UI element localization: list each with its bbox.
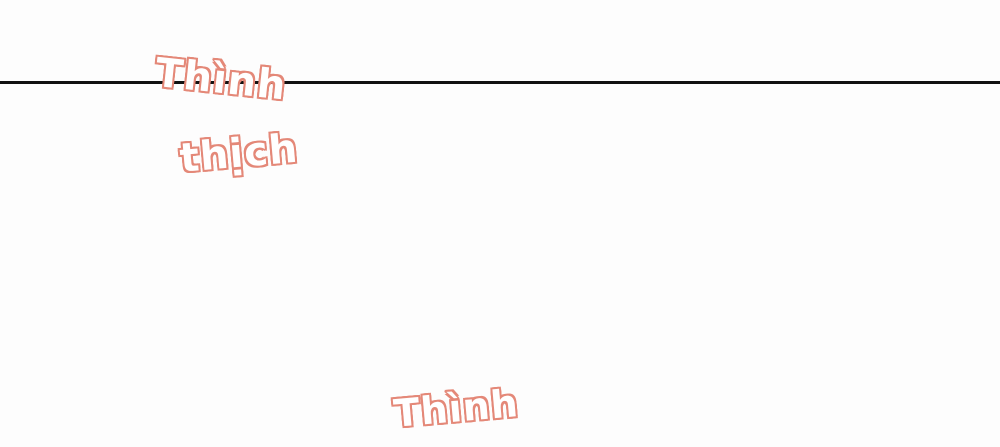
sound-effect-thich: thịch <box>177 125 301 183</box>
sound-effect-thinh-bottom: Thình <box>391 380 521 437</box>
panel-border-line <box>0 81 1000 84</box>
sound-effect-thinh-top: Thình <box>152 49 290 110</box>
